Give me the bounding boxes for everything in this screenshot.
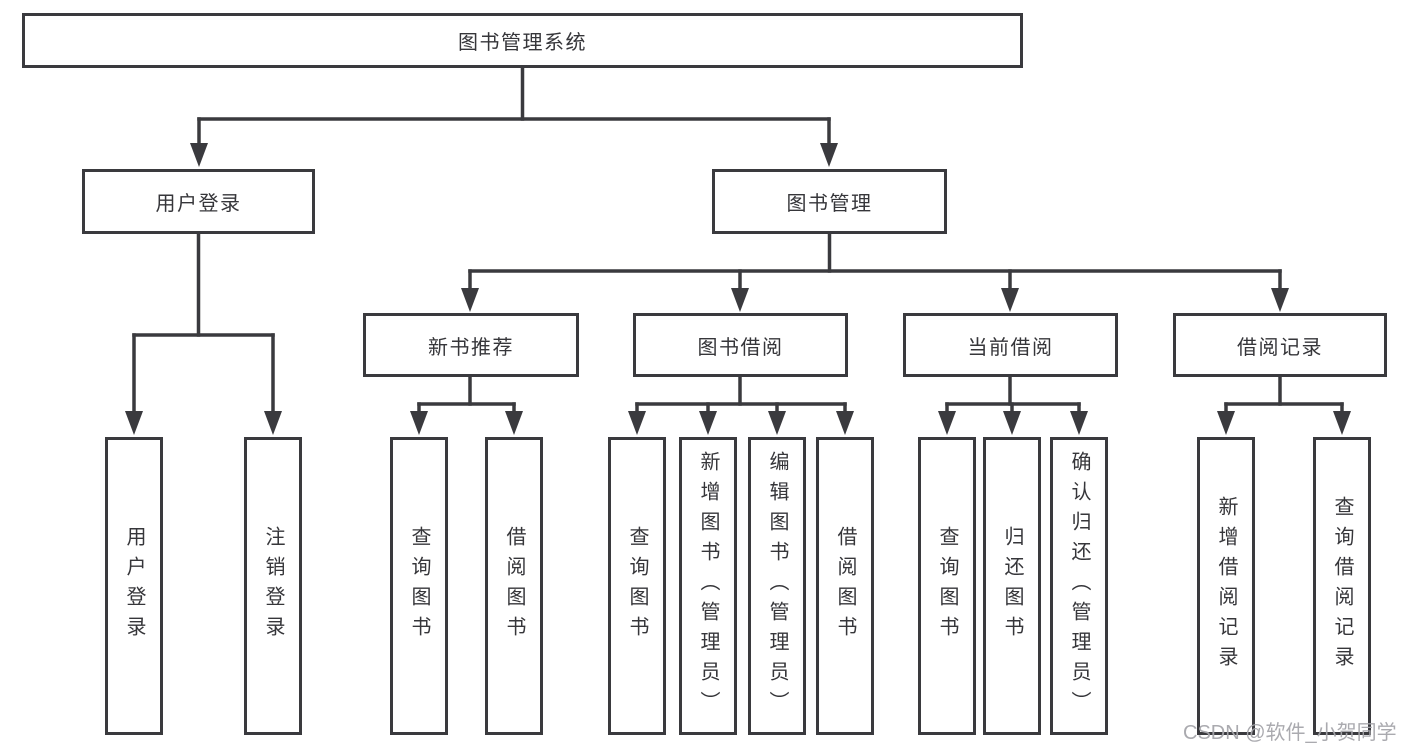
leaf-query-borrow-record: 查询借阅记录	[1313, 437, 1371, 735]
node-label: 借阅图书	[503, 526, 525, 646]
node-user-login: 用户登录	[82, 169, 315, 234]
node-label: 查询图书	[936, 526, 958, 646]
node-borrow-records: 借阅记录	[1173, 313, 1387, 377]
node-label: 编辑图书（管理员）	[766, 451, 788, 721]
node-book-borrow: 图书借阅	[633, 313, 848, 377]
leaf-query-books-recommend: 查询图书	[390, 437, 448, 735]
node-label: 新书推荐	[428, 336, 514, 359]
node-label: 查询图书	[626, 526, 648, 646]
node-label: 借阅记录	[1237, 336, 1323, 359]
node-label: 查询图书	[408, 526, 430, 646]
leaf-return-book: 归还图书	[983, 437, 1041, 735]
node-new-book-recommend: 新书推荐	[363, 313, 579, 377]
node-label: 归还图书	[1001, 526, 1023, 646]
leaf-logout: 注销登录	[244, 437, 302, 735]
leaf-add-borrow-record: 新增借阅记录	[1197, 437, 1255, 735]
leaf-borrow-books: 借阅图书	[816, 437, 874, 735]
node-current-borrow: 当前借阅	[903, 313, 1118, 377]
node-label: 注销登录	[262, 526, 284, 646]
node-label: 图书管理	[786, 193, 873, 215]
leaf-user-login: 用户登录	[105, 437, 163, 735]
leaf-query-books-borrow: 查询图书	[608, 437, 666, 735]
leaf-edit-book-admin: 编辑图书（管理员）	[748, 437, 806, 735]
node-label: 用户登录	[155, 193, 242, 215]
node-label: 当前借阅	[967, 336, 1054, 359]
node-label: 新增借阅记录	[1215, 496, 1237, 676]
node-label: 确认归还（管理员）	[1068, 451, 1090, 721]
watermark: CSDN @软件_小贺同学	[1183, 716, 1405, 745]
node-library-management-system: 图书管理系统	[22, 13, 1023, 68]
leaf-query-books-current: 查询图书	[918, 437, 976, 735]
node-label: 图书管理系统	[458, 32, 587, 54]
node-label: 新增图书（管理员）	[697, 451, 719, 721]
watermark-text: CSDN @软件_小贺同学	[1183, 722, 1397, 744]
leaf-confirm-return-admin: 确认归还（管理员）	[1050, 437, 1108, 735]
node-book-management: 图书管理	[712, 169, 947, 234]
node-label: 查询借阅记录	[1331, 496, 1353, 676]
node-label: 用户登录	[123, 526, 145, 646]
node-label: 借阅图书	[834, 526, 856, 646]
leaf-add-book-admin: 新增图书（管理员）	[679, 437, 737, 735]
node-label: 图书借阅	[697, 336, 784, 359]
leaf-borrow-books-recommend: 借阅图书	[485, 437, 543, 735]
